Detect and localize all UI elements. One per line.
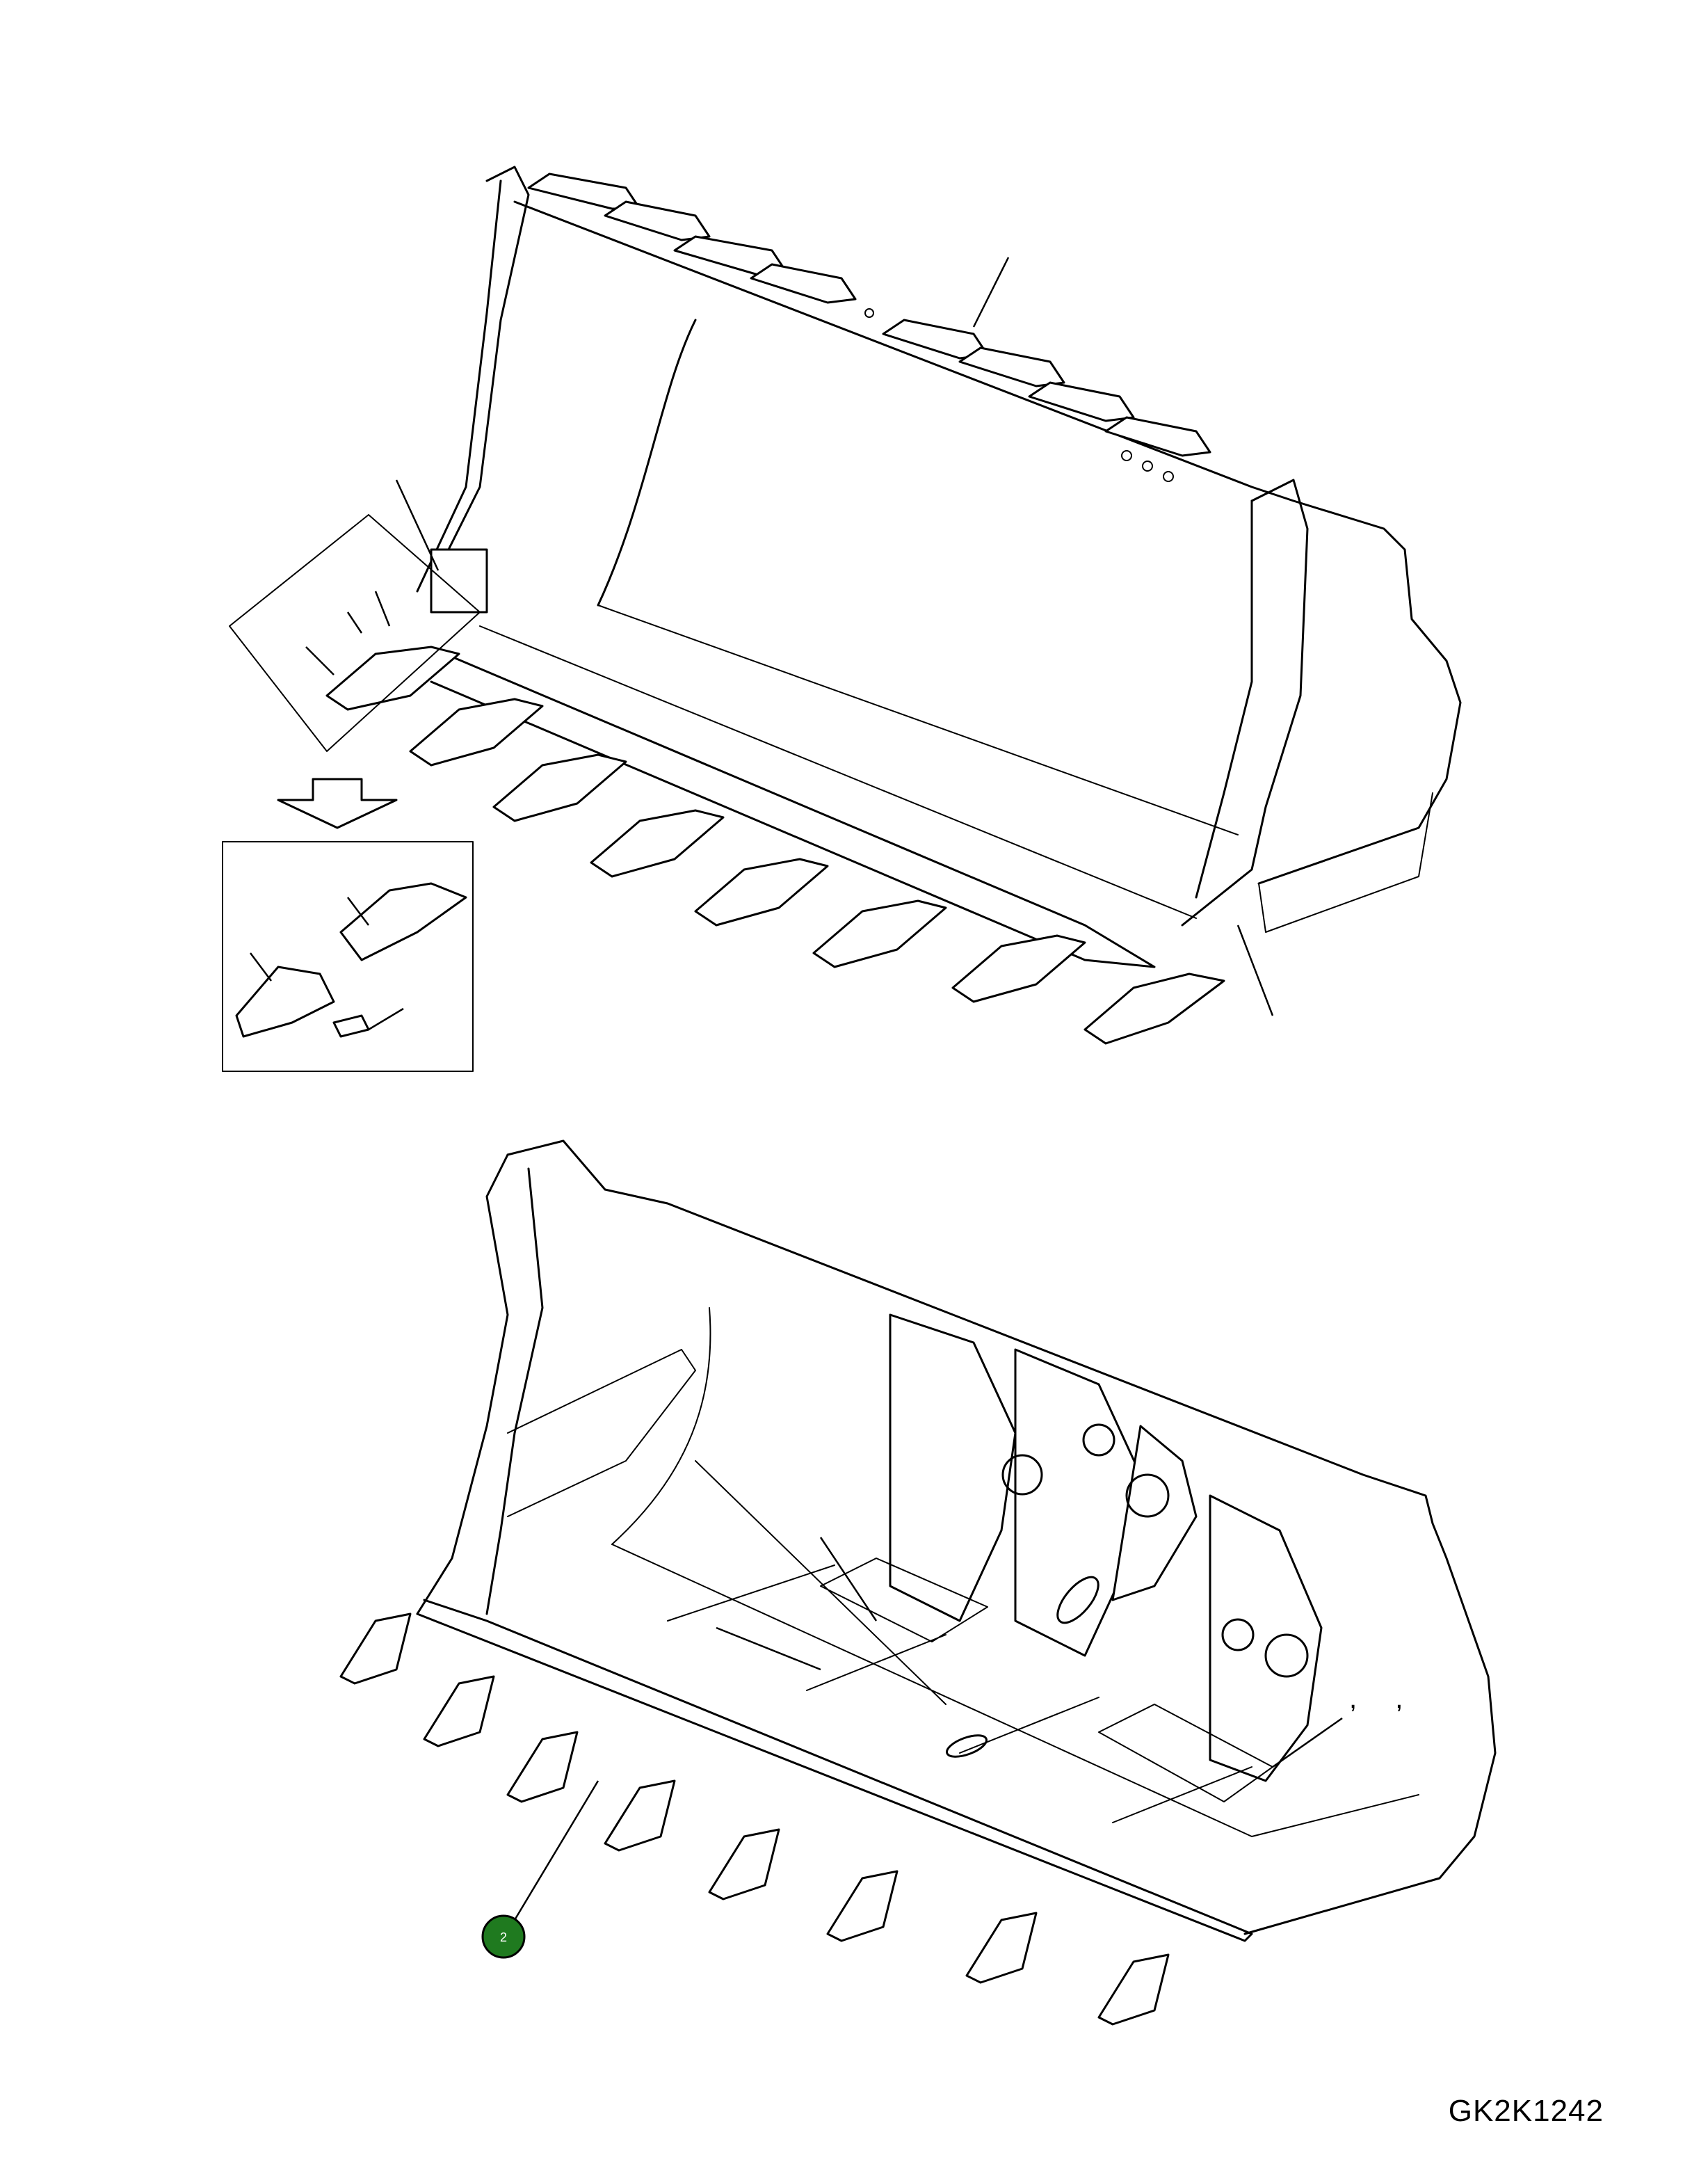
bucket-curved-back [597, 319, 697, 607]
upper-leader-right [1236, 925, 1274, 1016]
callout-badge[interactable] [481, 1914, 526, 1959]
upper-leader-d [305, 646, 335, 675]
lower-left-side [416, 1153, 509, 1615]
lower-teeth-row [339, 1612, 1170, 2026]
upper-leader-c [346, 611, 363, 634]
upper-leader-b [374, 591, 391, 627]
upper-bucket-view [222, 166, 1462, 1072]
hinge-brackets [889, 1313, 1323, 1782]
inset-tooth-adapter [235, 882, 467, 1038]
lower-leader-b [716, 1626, 821, 1671]
lower-leader-callout [513, 1780, 599, 1921]
lower-cutting-edge [416, 1599, 1253, 1942]
punctuation-marks: , , [1349, 1683, 1419, 1714]
right-side-plate-inner [1195, 499, 1253, 899]
right-side-lower-panel [1258, 792, 1433, 933]
callout-2[interactable]: 2 [481, 1914, 526, 1959]
upper-leader-top [972, 257, 1010, 328]
callout-label[interactable]: 2 [500, 1930, 507, 1944]
inset-detail-box [222, 841, 474, 1072]
inset-leader-c [368, 1007, 404, 1031]
left-side-bracket [430, 548, 488, 614]
detail-frame [229, 514, 481, 752]
lower-curved-shell [611, 1307, 711, 1545]
down-arrow-icon [277, 778, 398, 829]
drawing-id: GK2K1242 [1448, 2094, 1604, 2128]
lower-leader-a [819, 1537, 878, 1622]
cutting-edge [430, 653, 1156, 968]
upper-leader-a [395, 479, 440, 571]
bucket-back-top-edge [513, 200, 1462, 885]
bucket-floor-line [479, 625, 1197, 919]
teeth-row [325, 646, 1225, 1045]
bucket-rear-fold [597, 605, 1239, 835]
left-side-plate [430, 166, 530, 586]
right-side-plate [1181, 479, 1309, 927]
floor-segment-lines [611, 1460, 1419, 1837]
inset-leader-a [347, 897, 369, 926]
lower-bucket-view: 2 [339, 1139, 1497, 2026]
lower-left-side-inner [485, 1167, 544, 1615]
inset-leader-b [250, 952, 272, 982]
lower-leader-right [1272, 1717, 1343, 1768]
lower-left-panel [507, 1349, 696, 1517]
lower-bucket-outline [506, 1139, 1497, 1935]
spill-guard [527, 173, 1211, 482]
left-side-plate-inner [416, 179, 502, 593]
